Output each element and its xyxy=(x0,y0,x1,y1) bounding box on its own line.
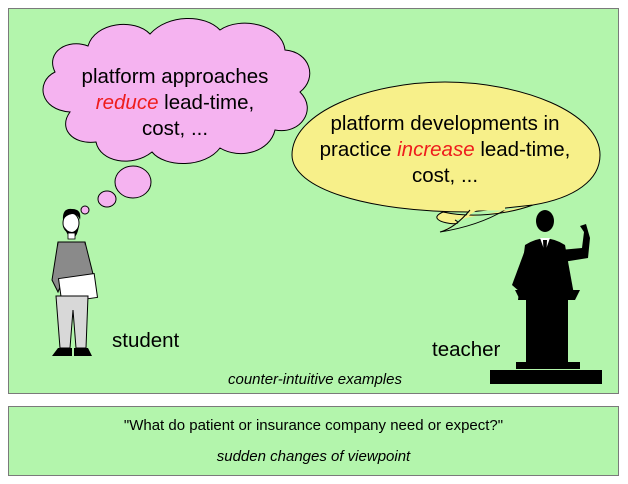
speech-line-2-rest: lead-time, xyxy=(474,138,571,161)
speech-line-1: platform developments in xyxy=(330,112,560,135)
speech-bubble xyxy=(291,81,601,233)
thought-line-3: cost, ... xyxy=(141,117,209,140)
thought-line-2: reduce lead-time, xyxy=(55,90,295,116)
thought-line-2-rest: lead-time, xyxy=(158,91,255,114)
thought-emphasis: reduce xyxy=(95,91,159,114)
speech-line-2: practice increase lead-time, xyxy=(292,137,598,163)
student-label: student xyxy=(112,329,180,352)
teacher-figure xyxy=(490,210,602,384)
speech-text: platform developments in practice increa… xyxy=(292,111,598,189)
student-figure xyxy=(51,208,99,356)
thought-text: platform approaches reduce lead-time, co… xyxy=(55,64,295,142)
speech-line-2-pre: practice xyxy=(319,138,398,161)
speech-line-3: cost, ... xyxy=(411,164,479,187)
thought-bubble xyxy=(42,18,311,215)
teacher-label: teacher xyxy=(432,338,501,361)
viewpoint-panel xyxy=(8,406,619,476)
question-text: "What do patient or insurance company ne… xyxy=(123,417,504,434)
thought-line-1: platform approaches xyxy=(81,65,269,88)
top-caption: counter-intuitive examples xyxy=(228,371,402,388)
bottom-caption: sudden changes of viewpoint xyxy=(216,448,411,465)
speech-emphasis: increase xyxy=(397,138,475,161)
